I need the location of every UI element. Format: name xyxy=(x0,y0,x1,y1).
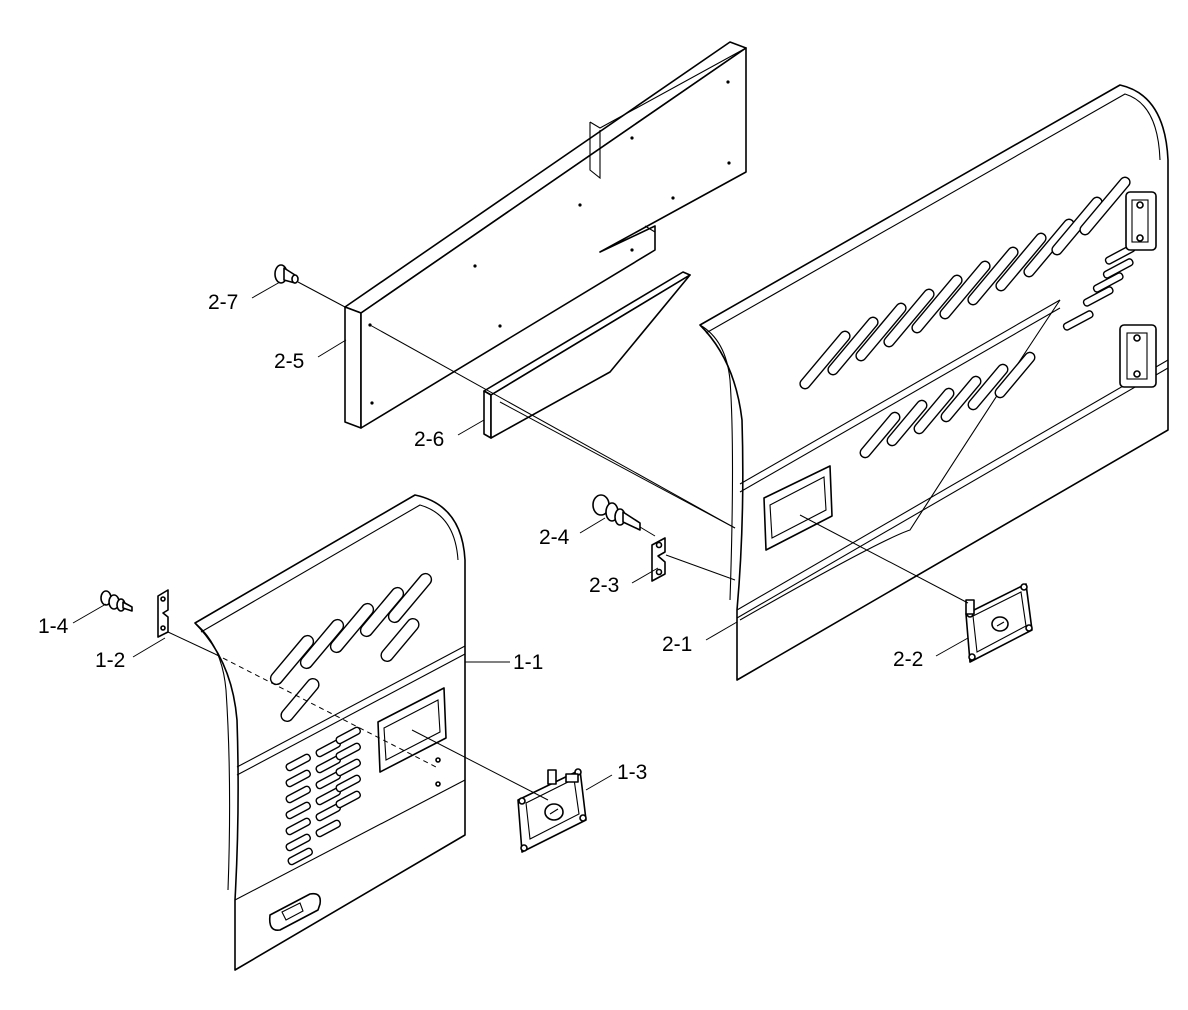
callout-1-3: 1-3 xyxy=(617,761,647,784)
callout-2-6: 2-6 xyxy=(414,428,444,451)
vent-slots-lower xyxy=(859,351,1036,459)
vent-slots-1-1-upper xyxy=(269,572,433,723)
bolt-1-4 xyxy=(100,590,133,612)
vent-slots-1-1-lower xyxy=(285,726,361,866)
callout-2-5: 2-5 xyxy=(274,350,304,373)
bolt-2-4 xyxy=(592,494,641,531)
vent-slots-side xyxy=(1062,244,1136,331)
latch-recess-2-1 xyxy=(763,465,833,551)
callout-leaders xyxy=(72,281,969,791)
side-panel-1-1 xyxy=(194,494,466,971)
latch-1-3 xyxy=(517,768,587,853)
callout-2-3: 2-3 xyxy=(589,574,619,597)
hinge-upper xyxy=(1125,191,1157,251)
callout-2-7: 2-7 xyxy=(208,291,238,314)
callout-2-1: 2-1 xyxy=(662,633,692,656)
callout-labels: 2-7 2-5 2-6 2-4 2-3 2-1 2-2 1-4 1-2 1-1 … xyxy=(38,291,923,784)
callout-2-2: 2-2 xyxy=(893,648,923,671)
latch-2-2 xyxy=(965,583,1033,663)
insulation-board-2-5 xyxy=(344,41,747,429)
callout-1-1: 1-1 xyxy=(513,651,543,674)
callout-2-4: 2-4 xyxy=(539,526,570,549)
side-panel-2-1 xyxy=(699,84,1169,681)
callout-1-4: 1-4 xyxy=(38,615,69,638)
assembly-lines xyxy=(167,281,969,801)
hinge-lower xyxy=(1119,324,1157,388)
clip-1-2 xyxy=(157,589,169,638)
handle-recess-1-1 xyxy=(268,892,322,932)
vent-slots-upper xyxy=(799,176,1131,390)
clip-2-3 xyxy=(651,537,666,582)
insulation-strip-2-6 xyxy=(483,271,691,439)
callout-1-2: 1-2 xyxy=(95,649,125,672)
push-pin-2-7 xyxy=(274,264,299,284)
